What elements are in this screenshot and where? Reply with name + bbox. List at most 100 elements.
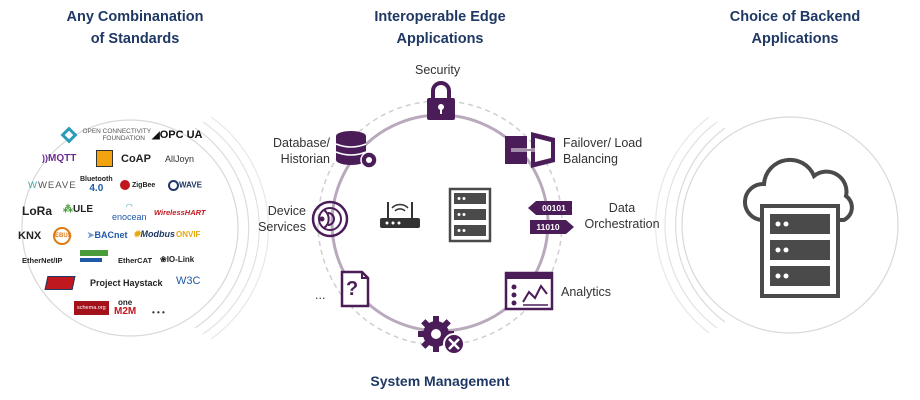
security-label: Security [415,63,461,77]
database-line2: Historian [280,152,330,166]
bacnet-text: BACnet [94,230,128,240]
modbus-text: Modbus [140,229,176,239]
analytics-label: Analytics [561,285,612,299]
analytics-dashboard-icon [504,271,554,311]
standards-rim-arc-3 [210,116,269,340]
standards-circle-outline [21,119,239,337]
zwave-logo: WAVE [168,180,202,191]
ocpp-bar-icon [80,250,108,256]
standards-title-line1: Any Combinanation [66,9,204,25]
schemaorg-logo: schema.org [74,301,109,315]
backend-title-line1: Choice of Backend [729,9,861,25]
opcua-text: OPC UA [159,129,203,141]
ocf-line1: OPEN CONNECTIVITY [82,128,152,135]
schemaorg-box: schema.org [74,301,109,315]
data-orchestration-icon: 00101 11010 [528,201,578,235]
w3c-text: W3C [176,275,201,287]
system-gear-wrench-icon [418,316,465,355]
onvif-text: ONVIF [176,230,201,239]
zwave-circle-icon [168,180,179,191]
failover-icon [505,132,555,168]
standards-title-line2: of Standards [90,31,180,47]
bits-out-label: 00101 [536,201,572,215]
iolink-logo: ❀IO-Link [160,255,194,264]
lock-icon [427,81,455,120]
backend-rim-arc-2 [664,121,718,329]
modbus-gear-icon: ✹ [133,229,141,239]
edge-title-line1: Interoperable Edge [374,9,506,25]
bluetooth-line2: 4.0 [89,183,104,194]
bluetooth-line1: Bluetooth [80,176,113,183]
weave-text: WEAVE [37,180,77,191]
ocf-diamond-icon [60,126,78,144]
opcua-mark-icon: ◢ [152,130,160,141]
modbus-logo: ✹Modbus [133,229,175,240]
wirelesshart-text: WirelessHART [154,208,206,217]
device-signal-icon [311,200,349,238]
help-document-icon [340,270,370,308]
weave-mark-icon: W [28,180,38,191]
ebus-logo: EBUS [53,227,72,245]
ocf-line2: FOUNDATION [102,135,145,142]
bluetooth-logo: Bluetooth 4.0 [80,175,113,194]
failover-line1: Failover/ Load [563,136,643,150]
cloud-server-icon [742,157,854,298]
bacnet-logo: ➤BACnet [87,230,128,241]
bits-in-arrow [566,220,574,234]
alljoyn-text: AllJoyn [165,154,195,164]
ethernetip-text: EtherNet/IP [22,256,63,265]
zigbee-text: ZigBee [131,181,156,189]
enocean-arc-icon: ◠ [125,202,133,211]
alljoyn-logo: AllJoyn [165,154,194,164]
lora-logo: LoRa [22,204,52,218]
haystack-logo: Project Haystack [90,278,163,288]
ethercat-logo: EtherCAT [118,256,152,265]
database-label: Database/ Historian [266,135,330,167]
coap-logo-box [96,150,113,167]
ethercat-text: EtherCAT [118,256,153,265]
enocean-logo: ◠ enocean [112,202,147,222]
wirelesshart-logo: WirelessHART [154,208,205,217]
red-logo [44,276,76,290]
knx-logo: KNX [18,230,41,242]
more-label: ... [315,288,326,302]
data-orch-line1: Data [608,201,636,215]
coap-square-icon [96,150,113,167]
ule-logo: ⁂ULE [63,204,93,215]
onem2m-line2: M2M [114,306,137,317]
edge-title-line2: Applications [396,31,484,47]
haystack-text: Project Haystack [90,278,163,288]
ocf-logo: OPEN CONNECTIVITY FOUNDATION [60,126,151,144]
ethernetip-logo: EtherNet/IP [22,256,62,265]
edge-title: Interoperable Edge Applications [345,6,535,50]
backend-title: Choice of Backend Applications [700,6,890,50]
device-line2: Services [258,220,306,234]
device-line1: Device [267,204,306,218]
enocean-text: enocean [112,212,147,222]
center-server-icon [448,187,492,243]
weave-logo: WWEAVE [28,180,77,191]
backend-title-line2: Applications [751,31,839,47]
device-label: Device Services [254,203,306,235]
database-line1: Database/ [273,136,330,150]
standards-ellipsis: • • • [152,308,165,317]
data-orchestration-label: Data Orchestration [580,200,664,232]
data-orch-line2: Orchestration [584,217,660,231]
zigbee-logo: ZigBee [120,180,155,190]
bits-out-arrow [528,201,536,215]
backend-rim-arc-1 [675,127,726,323]
failover-label: Failover/ Load Balancing [563,135,642,167]
onem2m-line1: one [118,298,133,307]
standards-rim-arc-1 [194,127,250,329]
database-gear-icon [335,131,378,169]
system-management-label: System Management [370,373,510,389]
onem2m-logo: one M2M [114,298,137,317]
bits-in-label: 11010 [530,220,566,234]
iolink-mark-icon: ❀ [160,255,167,264]
ule-mark-icon: ⁂ [63,204,73,215]
knx-text: KNX [18,230,42,242]
bacnet-arrow-icon: ➤ [87,230,95,240]
mqtt-waves-icon: )) [42,153,48,163]
onvif-logo: ONVIF [176,230,200,239]
opcua-logo: ◢OPC UA [152,129,202,141]
